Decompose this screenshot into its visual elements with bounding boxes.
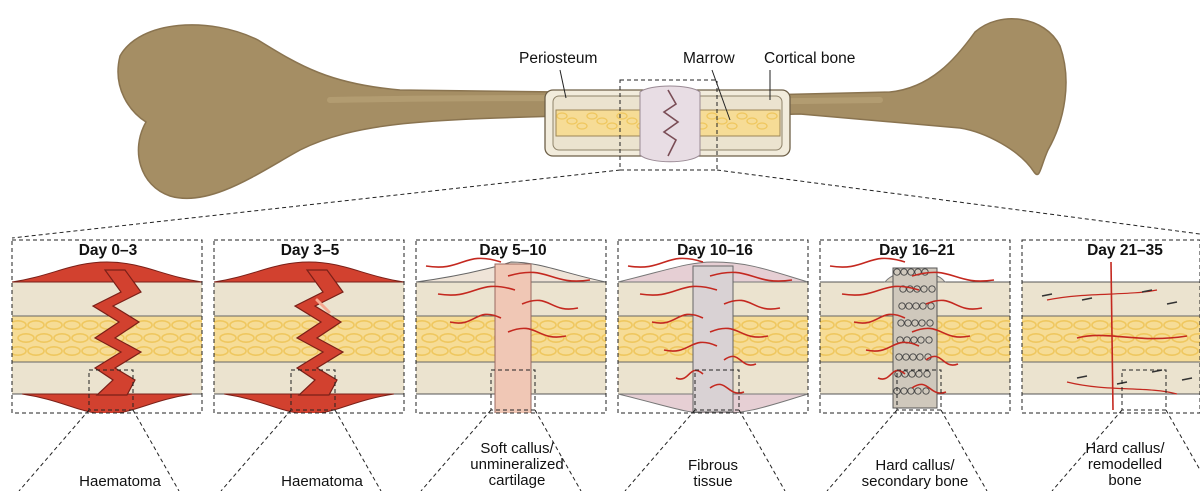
panel-4 — [613, 240, 820, 491]
haematoma-bottom — [22, 394, 192, 414]
marrow-label: Marrow — [683, 50, 735, 68]
panel-title-6: Day 21–35 — [1030, 242, 1200, 260]
fibrous-tissue — [693, 266, 733, 412]
panel-title-2: Day 3–5 — [215, 242, 405, 260]
bone-cutaway — [545, 86, 790, 162]
panel-title-4: Day 10–16 — [620, 242, 810, 260]
stage-label-5: Hard callus/ secondary bone — [830, 458, 1000, 490]
zoom-projection-left — [12, 170, 620, 238]
panel-title-1: Day 0–3 — [13, 242, 203, 260]
panel-5 — [815, 240, 1022, 491]
stage-label-1: Haematoma — [35, 474, 205, 490]
panel-2 — [209, 240, 416, 491]
stage-label-4: Fibrous tissue — [628, 458, 798, 490]
panel-title-3: Day 5–10 — [418, 242, 608, 260]
stage-label-3: Soft callus/ unmineralized cartilage — [432, 441, 602, 489]
stage-label-6: Hard callus/ remodelled bone — [1040, 441, 1200, 489]
panel-title-5: Day 16–21 — [822, 242, 1012, 260]
stage-label-2: Haematoma — [237, 474, 407, 490]
haematoma-bottom — [224, 394, 394, 414]
cortical-bone-label: Cortical bone — [764, 50, 855, 68]
panel-1 — [7, 240, 214, 491]
periosteum-label: Periosteum — [519, 50, 597, 68]
zoom-projection-right — [717, 170, 1200, 234]
